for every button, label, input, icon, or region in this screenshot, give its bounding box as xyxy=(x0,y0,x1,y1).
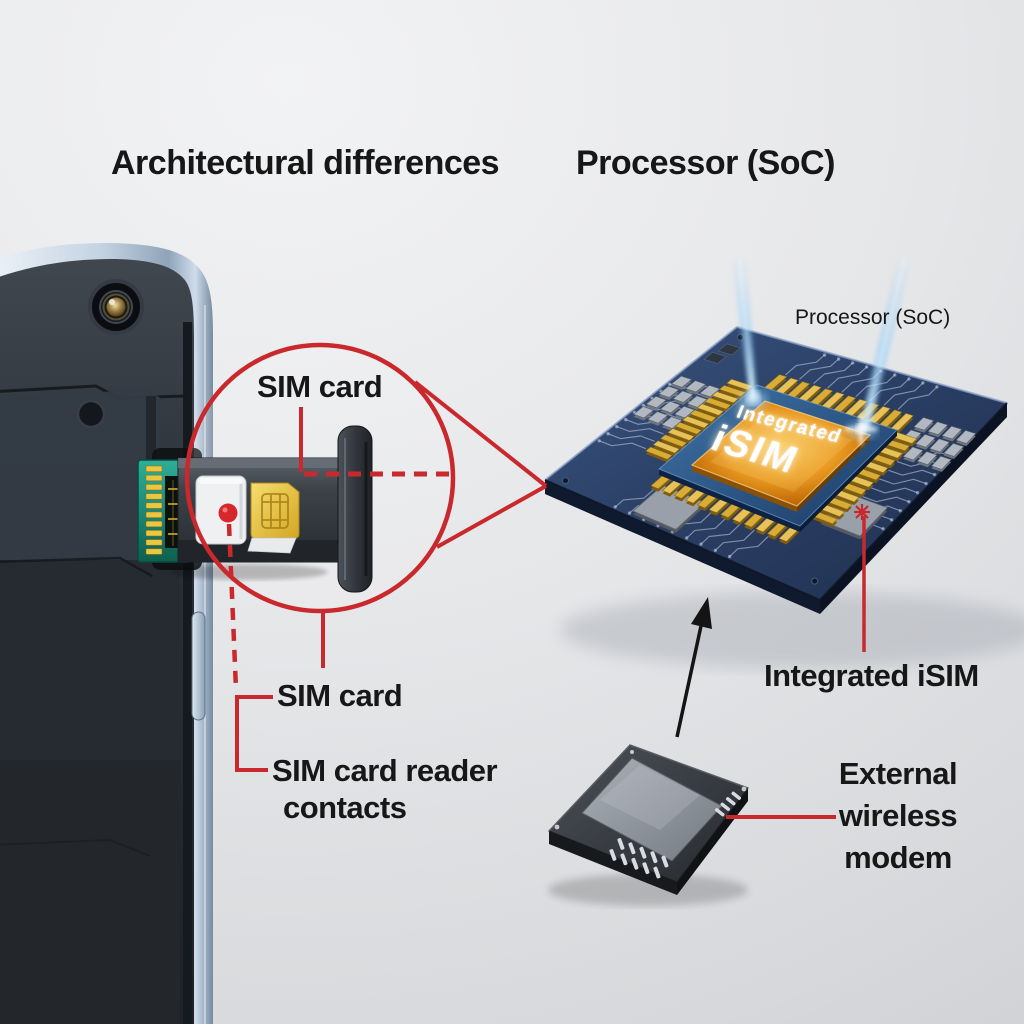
sim-card-gold xyxy=(250,482,300,539)
up-arrow xyxy=(675,597,712,738)
sim-reader-connector xyxy=(137,459,191,563)
isim-marker-star xyxy=(854,504,870,520)
modem-chip xyxy=(548,744,749,906)
side-button xyxy=(191,611,206,721)
processor-pointer-label: Processor (SoC) xyxy=(795,306,951,329)
light-beams xyxy=(731,256,912,445)
sim-reader-contacts-label: SIM card reader contacts xyxy=(272,752,498,826)
red-annotations xyxy=(184,342,870,819)
sim-reader-line2: contacts xyxy=(283,790,407,825)
magnifier-sim-card-label: SIM card xyxy=(257,369,383,404)
chassis-hole xyxy=(76,399,106,429)
modem-label-line1: External xyxy=(838,756,958,791)
modem-label-line2: wireless xyxy=(838,798,958,833)
external-modem-label: External wireless modem xyxy=(833,753,963,879)
heading-architectural-differences: Architectural differences xyxy=(111,144,500,182)
integrated-isim-label: Integrated iSIM xyxy=(764,658,979,693)
label-bracket xyxy=(235,695,273,772)
sim-reader-line1: SIM card reader xyxy=(272,753,498,788)
modem-label-line3: modem xyxy=(844,840,952,875)
esim-sliver xyxy=(247,537,297,554)
magnifier-circle xyxy=(184,342,456,614)
sim-card-label: SIM card xyxy=(277,678,403,713)
board-mount-holes xyxy=(562,333,819,585)
phone-mid-panel xyxy=(0,390,160,582)
sim-position-marker xyxy=(218,503,238,523)
phone-illustration xyxy=(0,243,213,1024)
processor-board xyxy=(544,325,1024,668)
heading-processor-soc: Processor (SoC) xyxy=(576,144,835,182)
dashed-vertical-line xyxy=(226,523,239,690)
sim-tray xyxy=(172,425,373,593)
tray-handle xyxy=(337,425,373,593)
modem-pins xyxy=(554,750,747,879)
magnifier-callout-lines xyxy=(413,380,548,549)
camera-lens xyxy=(88,279,144,335)
